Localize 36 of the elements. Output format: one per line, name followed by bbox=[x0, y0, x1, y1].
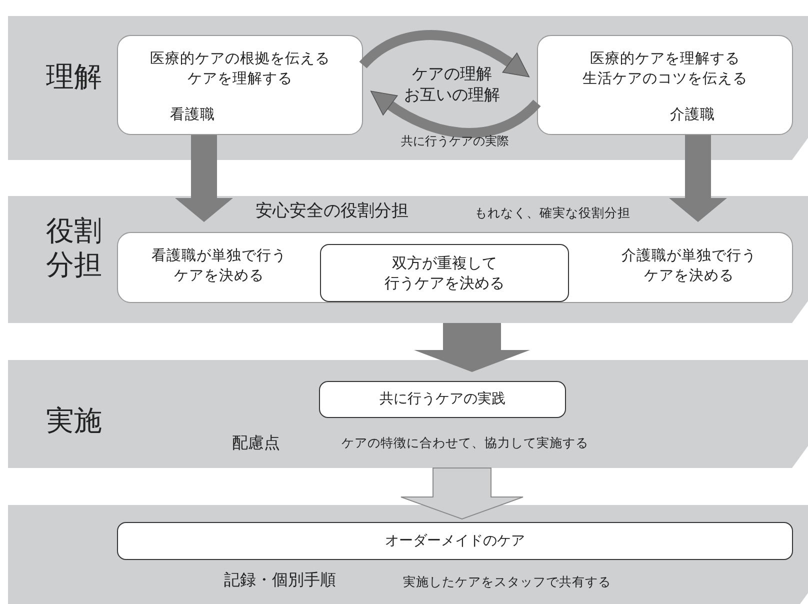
block-arrow bbox=[669, 135, 727, 222]
task-text: 双方が重複して行うケアを決める bbox=[384, 252, 506, 294]
note-text: ケアの特徴に合わせて、協力して実施する bbox=[340, 435, 590, 452]
curved-arrow bbox=[359, 30, 530, 77]
task-text: 共に行うケアの実践 bbox=[378, 390, 506, 409]
stage-heading: 役割分担 bbox=[45, 214, 103, 282]
note-text: 共に行うケアの実際 bbox=[400, 134, 510, 150]
stage-heading: 理解 bbox=[45, 60, 103, 94]
panel-text: 看護職が単独で行うケアを決める bbox=[150, 247, 288, 286]
card-text: 医療的ケアを理解する生活ケアのコツを伝える bbox=[582, 50, 748, 89]
role-card bbox=[117, 35, 363, 135]
stage-band bbox=[8, 505, 808, 604]
note-text: もれなく、確実な役割分担 bbox=[474, 205, 632, 222]
stage-heading: 実施 bbox=[45, 404, 103, 438]
curved-arrow bbox=[370, 91, 541, 138]
block-arrow bbox=[400, 468, 524, 520]
task-box bbox=[319, 381, 566, 418]
stage-band bbox=[8, 16, 808, 160]
block-arrow bbox=[414, 323, 530, 372]
role-label: 看護職 bbox=[170, 106, 215, 124]
task-box bbox=[320, 244, 569, 302]
block-arrow bbox=[175, 135, 233, 222]
stage-band bbox=[8, 360, 808, 468]
note-text: 配慮点 bbox=[231, 433, 281, 454]
note-text: ケアの理解お互いの理解 bbox=[403, 64, 501, 106]
note-text: 実施したケアをスタッフで共有する bbox=[402, 574, 612, 590]
card-text: 医療的ケアの根拠を伝えるケアを理解する bbox=[149, 50, 331, 89]
stage-band bbox=[8, 196, 808, 323]
role-label: 介護職 bbox=[670, 106, 715, 124]
task-box bbox=[117, 522, 793, 560]
task-text: オーダーメイドのケア bbox=[384, 532, 526, 550]
role-card bbox=[537, 35, 793, 135]
decision-panel bbox=[117, 232, 793, 303]
note-text: 記録・個別手順 bbox=[223, 570, 337, 591]
note-text: 安心安全の役割分担 bbox=[254, 200, 410, 222]
panel-text: 介護職が単独で行うケアを決める bbox=[620, 247, 758, 286]
